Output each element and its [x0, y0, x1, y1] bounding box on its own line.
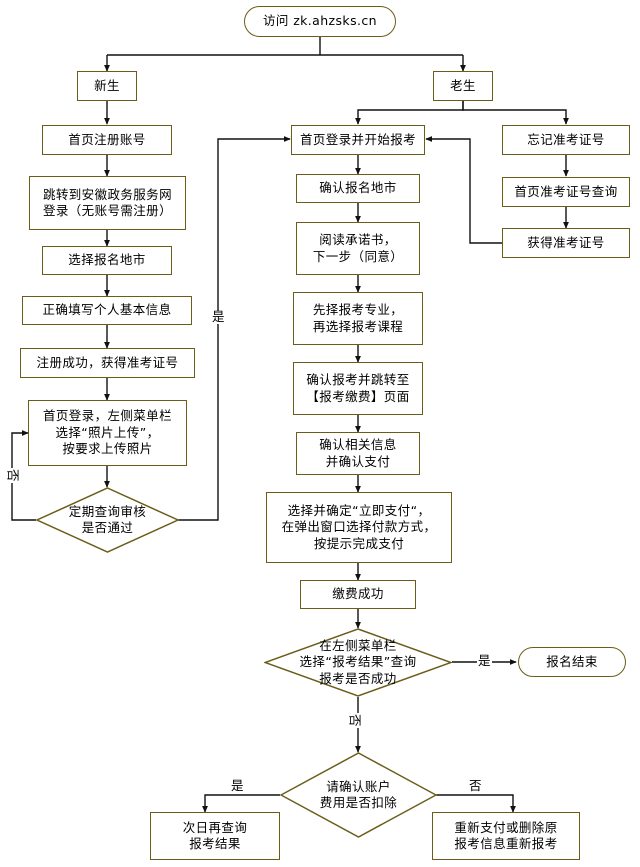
- node-old-student: 老生: [433, 71, 493, 101]
- node-result-check: 在左侧菜单栏 选择“报考结果”查询 报考是否成功: [264, 628, 452, 697]
- node-upload-photo-label: 首页登录，左侧菜单栏 选择“照片上传”， 按要求上传照片: [42, 408, 172, 457]
- edge-label-audit-no: 否: [5, 467, 21, 483]
- edge-label-result-yes: 是: [477, 653, 492, 668]
- edge-label-result-no: 否: [347, 712, 363, 728]
- node-confirm-apply: 确认报考并跳转至 【报考缴费】页面: [293, 362, 423, 415]
- node-choose-city: 选择报名地市: [42, 246, 172, 275]
- edge-label-fee-yes: 是: [230, 778, 245, 793]
- node-jump-gov-portal-label: 跳转到安徽政务服务网 登录（无账号需注册）: [42, 186, 172, 219]
- node-pay-now-label: 选择并确定“立即支付“， 在弹出窗口选择付款方式， 按提示完成支付: [281, 502, 437, 551]
- node-register-account: 首页注册账号: [42, 125, 172, 155]
- node-confirm-payment: 确认相关信息 并确认支付: [296, 432, 420, 475]
- node-old-student-label: 老生: [450, 77, 476, 93]
- node-finish: 报名结束: [518, 647, 626, 677]
- node-register-success-label: 注册成功，获得准考证号: [36, 354, 179, 370]
- node-repay-or-redo-label: 重新支付或删除原 报考信息重新报考: [454, 819, 558, 852]
- node-got-exam-number: 获得准考证号: [502, 228, 630, 258]
- node-fee-check: 请确认账户 费用是否扣除: [280, 752, 437, 838]
- node-finish-label: 报名结束: [546, 653, 598, 669]
- node-jump-gov-portal: 跳转到安徽政务服务网 登录（无账号需注册）: [29, 176, 186, 230]
- node-new-student: 新生: [77, 71, 137, 101]
- node-result-check-label: 在左侧菜单栏 选择“报考结果”查询 报考是否成功: [299, 637, 417, 686]
- node-confirm-city-label: 确认报名地市: [319, 180, 397, 196]
- node-audit-check: 定期查询审核 是否通过: [36, 487, 179, 553]
- node-audit-check-label: 定期查询审核 是否通过: [68, 503, 147, 536]
- node-upload-photo: 首页登录，左侧菜单栏 选择“照片上传”， 按要求上传照片: [28, 400, 187, 466]
- node-query-next-day-label: 次日再查询 报考结果: [182, 819, 248, 852]
- node-confirm-payment-label: 确认相关信息 并确认支付: [319, 437, 397, 469]
- node-payment-success: 缴费成功: [300, 580, 416, 609]
- node-repay-or-redo: 重新支付或删除原 报考信息重新报考: [432, 812, 580, 860]
- node-query-exam-number: 首页准考证号查询: [502, 177, 630, 207]
- node-choose-city-label: 选择报名地市: [68, 252, 146, 268]
- node-register-account-label: 首页注册账号: [68, 131, 146, 147]
- node-read-promise: 阅读承诺书， 下一步（同意）: [296, 222, 420, 275]
- node-fill-personal-info-label: 正确填写个人基本信息: [42, 302, 172, 318]
- edge-label-fee-no: 否: [468, 778, 483, 793]
- node-payment-success-label: 缴费成功: [332, 586, 384, 602]
- node-fill-personal-info: 正确填写个人基本信息: [22, 296, 192, 325]
- node-new-student-label: 新生: [94, 77, 120, 93]
- node-login-and-start-label: 首页登录并开始报考: [299, 131, 417, 147]
- node-start-label: 访问 zk.ahzsks.cn: [263, 13, 377, 29]
- node-register-success: 注册成功，获得准考证号: [20, 348, 195, 378]
- node-confirm-city: 确认报名地市: [296, 174, 420, 203]
- node-start: 访问 zk.ahzsks.cn: [244, 6, 396, 37]
- edge-label-audit-yes: 是: [211, 309, 226, 324]
- node-query-next-day: 次日再查询 报考结果: [150, 812, 280, 860]
- node-choose-major: 先择报考专业， 再选择报考课程: [293, 292, 423, 345]
- node-choose-major-label: 先择报考专业， 再选择报考课程: [312, 302, 404, 334]
- node-forgot-exam-number-label: 忘记准考证号: [527, 131, 605, 147]
- node-query-exam-number-label: 首页准考证号查询: [514, 183, 618, 199]
- node-confirm-apply-label: 确认报考并跳转至 【报考缴费】页面: [306, 372, 410, 404]
- node-login-and-start: 首页登录并开始报考: [291, 125, 425, 155]
- node-fee-check-label: 请确认账户 费用是否扣除: [319, 778, 398, 811]
- node-read-promise-label: 阅读承诺书， 下一步（同意）: [312, 232, 404, 264]
- node-pay-now: 选择并确定“立即支付“， 在弹出窗口选择付款方式， 按提示完成支付: [266, 492, 452, 563]
- node-got-exam-number-label: 获得准考证号: [527, 234, 605, 250]
- node-forgot-exam-number: 忘记准考证号: [502, 125, 630, 155]
